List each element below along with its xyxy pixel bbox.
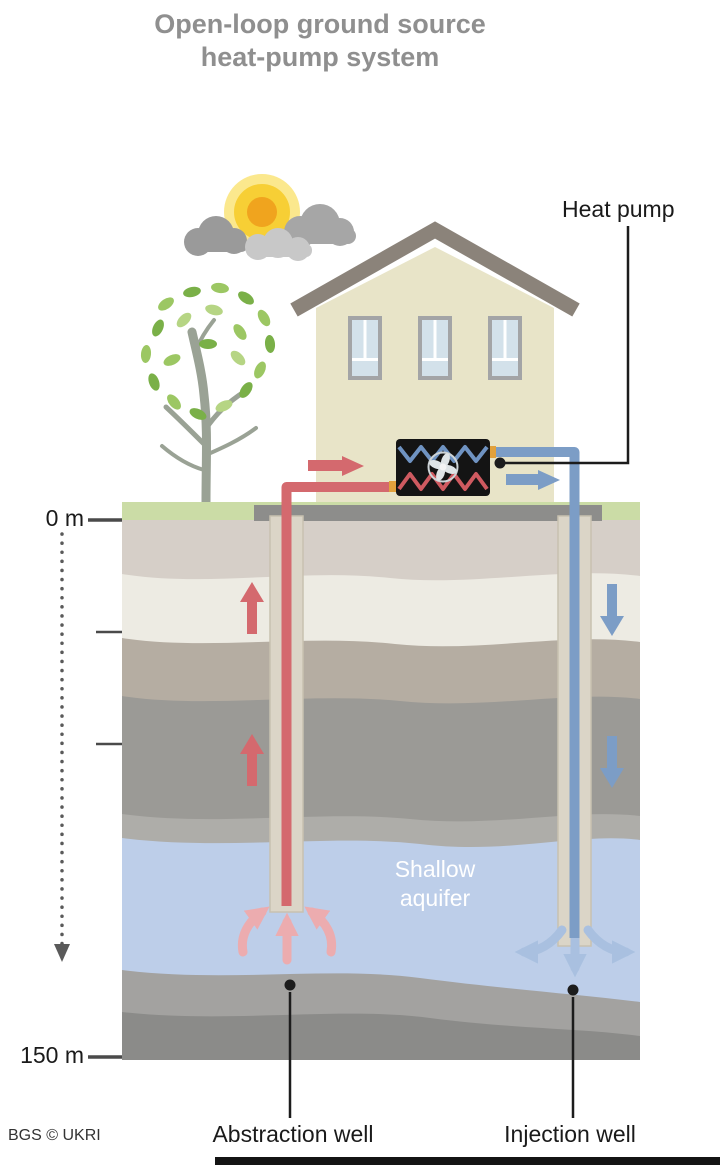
warm-up-arrow-icon [247, 752, 257, 786]
injection-marker-dot [567, 984, 579, 996]
aquifer-label-line2: aquifer [399, 885, 471, 911]
cold-right-arrow-icon [506, 474, 540, 485]
warm-coil-icon [397, 472, 489, 491]
depth-0m-label: 0 m [45, 505, 84, 531]
fan-icon [427, 451, 459, 483]
warm-right-arrow-icon [308, 460, 344, 471]
cold-coil-icon [397, 445, 489, 463]
tree-icon [140, 282, 276, 507]
house-window [418, 316, 452, 380]
house-window [488, 316, 522, 380]
heat-pump-label: Heat pump [562, 196, 675, 222]
cold-down-arrow-icon [607, 584, 617, 618]
page-title: Open-loop ground source heat-pump system [0, 8, 640, 74]
warm-inflow-arrow-icon [304, 906, 337, 957]
pipe-fitting-icon [389, 481, 399, 492]
depth-150m-label: 150 m [20, 1042, 84, 1068]
warm-up-arrowhead-icon [240, 734, 264, 754]
cold-down-arrowhead-icon [600, 616, 624, 636]
warm-up-arrowhead-icon [240, 582, 264, 602]
cold-water-pipe [489, 447, 580, 938]
heat-pump-marker-dot [494, 457, 506, 469]
house-roof [290, 221, 580, 317]
sun-icon [224, 174, 300, 250]
title-line2: heat-pump system [200, 41, 440, 72]
cold-down-arrows [600, 584, 624, 788]
house-icon [290, 221, 580, 505]
depth-scale [54, 518, 122, 1059]
house-window [348, 316, 382, 380]
warm-right-arrowhead-icon [342, 456, 364, 476]
abstraction-marker-dot [284, 979, 296, 991]
pipe-fitting-icon [486, 446, 496, 458]
shallow-aquifer-label: Shallow aquifer [330, 855, 540, 913]
aquifer-label-line1: Shallow [394, 856, 476, 882]
credit-text: BGS © UKRI [8, 1127, 101, 1144]
warm-up-arrows [240, 582, 264, 786]
bottom-strip [215, 1157, 720, 1165]
tree-leaves [140, 282, 276, 420]
leader-lines [288, 226, 630, 1118]
heat-exchanger [389, 439, 496, 496]
aquifer-outflow-arrows [514, 925, 636, 978]
cloud-icon [184, 204, 356, 261]
warm-water-pipe [281, 482, 397, 906]
aquifer-inflow-arrows [237, 906, 337, 965]
title-line1: Open-loop ground source [154, 9, 486, 39]
foundation-slab [254, 505, 602, 521]
injection-well-label: Injection well [504, 1121, 636, 1147]
cold-down-arrowhead-icon [600, 768, 624, 788]
cold-outflow-arrow-icon [583, 925, 636, 964]
cold-surface-arrow [506, 470, 560, 490]
heat-pump-leader-line [502, 226, 630, 465]
cold-down-arrow-icon [607, 736, 617, 770]
cold-right-arrowhead-icon [538, 470, 560, 490]
warm-inflow-arrow-icon [237, 906, 270, 957]
cold-outflow-arrow-icon [514, 925, 567, 964]
warm-up-arrow-icon [247, 600, 257, 634]
warm-surface-arrow [308, 456, 364, 476]
depth-arrowhead-icon [54, 944, 70, 962]
layer-bottom [122, 1012, 640, 1060]
abstraction-well-label: Abstraction well [212, 1121, 374, 1147]
